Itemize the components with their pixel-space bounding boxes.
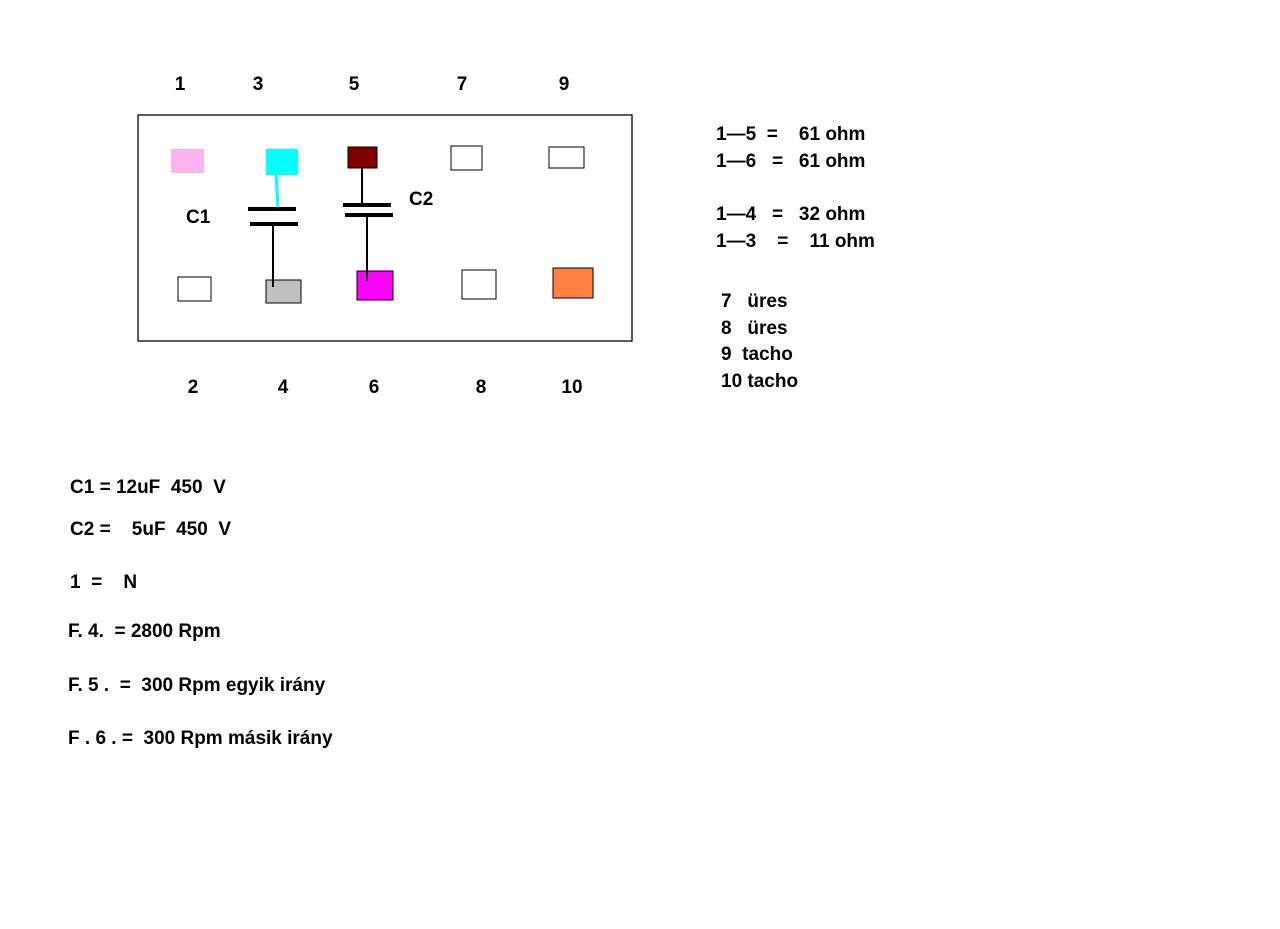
pin-label-8: 8 bbox=[475, 377, 487, 398]
note-pin1-neutral: 1 = N bbox=[70, 572, 138, 593]
pin-label-9: 9 bbox=[558, 74, 570, 95]
pin-pad-7 bbox=[450, 145, 483, 171]
pin-usage-9: 9 tacho bbox=[721, 344, 793, 365]
note-f6: F . 6 . = 300 Rpm másik irány bbox=[68, 728, 333, 749]
pin-pad-4 bbox=[265, 279, 302, 304]
pin-pad-9 bbox=[548, 146, 585, 169]
resistance-1-6: 1—6 = 61 ohm bbox=[716, 151, 866, 172]
resistance-1-3: 1—3 = 11 ohm bbox=[716, 231, 875, 252]
pin-label-3: 3 bbox=[252, 74, 264, 95]
pin-label-10: 10 bbox=[561, 377, 583, 398]
resistance-1-4: 1—4 = 32 ohm bbox=[716, 204, 866, 225]
pin-label-6: 6 bbox=[368, 377, 380, 398]
pin-usage-10: 10 tacho bbox=[721, 371, 799, 392]
pin-label-4: 4 bbox=[277, 377, 289, 398]
pin-label-1: 1 bbox=[174, 74, 186, 95]
note-f4: F. 4. = 2800 Rpm bbox=[68, 621, 221, 642]
pin-pad-8 bbox=[461, 269, 497, 300]
pin-pad-2 bbox=[177, 276, 212, 302]
pin-label-7: 7 bbox=[456, 74, 468, 95]
pin-pad-3 bbox=[266, 149, 298, 175]
note-c2: C2 = 5uF 450 V bbox=[70, 519, 232, 540]
pin-label-5: 5 bbox=[348, 74, 360, 95]
resistance-1-5: 1—5 = 61 ohm bbox=[716, 124, 866, 145]
c2-label: C2 bbox=[409, 189, 434, 210]
pin-pad-1 bbox=[171, 149, 204, 173]
pin-usage-7: 7 üres bbox=[721, 291, 788, 312]
pin-pad-10 bbox=[552, 267, 594, 299]
note-f5: F. 5 . = 300 Rpm egyik irány bbox=[68, 675, 326, 696]
pin-pad-6 bbox=[356, 270, 394, 301]
pin-usage-8: 8 üres bbox=[721, 318, 788, 339]
c1-lead-top bbox=[274, 172, 280, 210]
c1-label: C1 bbox=[186, 207, 211, 228]
pin-label-2: 2 bbox=[187, 377, 199, 398]
note-c1: C1 = 12uF 450 V bbox=[70, 477, 226, 498]
pin-pad-5 bbox=[347, 146, 378, 169]
connector-outline bbox=[137, 114, 633, 342]
